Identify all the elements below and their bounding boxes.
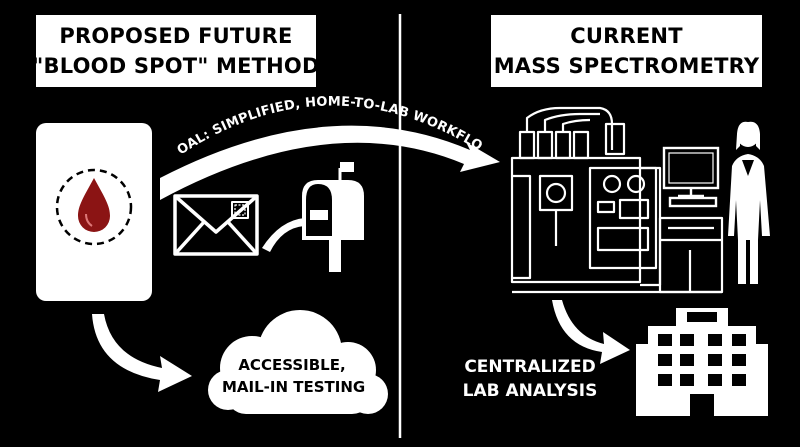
right-title-line2: MASS SPECTROMETRY xyxy=(493,54,760,78)
lab-analysis-line1: CENTRALIZED xyxy=(464,357,596,377)
mass-spectrometer-icon xyxy=(510,106,724,294)
blood-spot-card xyxy=(36,123,152,301)
envelope-icon xyxy=(173,194,259,256)
right-panel-title: CURRENT MASS SPECTROMETRY xyxy=(491,15,762,87)
scientist-icon xyxy=(728,121,770,284)
mailbox-icon xyxy=(302,162,364,272)
right-title-line1: CURRENT xyxy=(570,24,683,48)
cloud-icon xyxy=(208,310,388,414)
goal-arrow xyxy=(160,125,500,200)
left-title-line1: PROPOSED FUTURE xyxy=(59,24,293,48)
lab-arrow xyxy=(552,300,630,364)
cloud-label-line2: MAIL-IN TESTING xyxy=(222,378,366,396)
cloud-label: ACCESSIBLE, MAIL-IN TESTING xyxy=(222,354,366,398)
blood-drop-icon xyxy=(55,168,133,246)
left-title-line2: "BLOOD SPOT" METHOD xyxy=(32,54,320,78)
lab-analysis-line2: LAB ANALYSIS xyxy=(462,381,598,401)
monitor-icon xyxy=(662,146,720,208)
lab-analysis-label: CENTRALIZED LAB ANALYSIS xyxy=(445,355,615,403)
cloud-arrow xyxy=(92,314,192,392)
left-panel-title: PROPOSED FUTURE "BLOOD SPOT" METHOD xyxy=(32,15,319,87)
hospital-building-icon xyxy=(636,308,768,416)
cloud-label-line1: ACCESSIBLE, xyxy=(238,356,346,374)
